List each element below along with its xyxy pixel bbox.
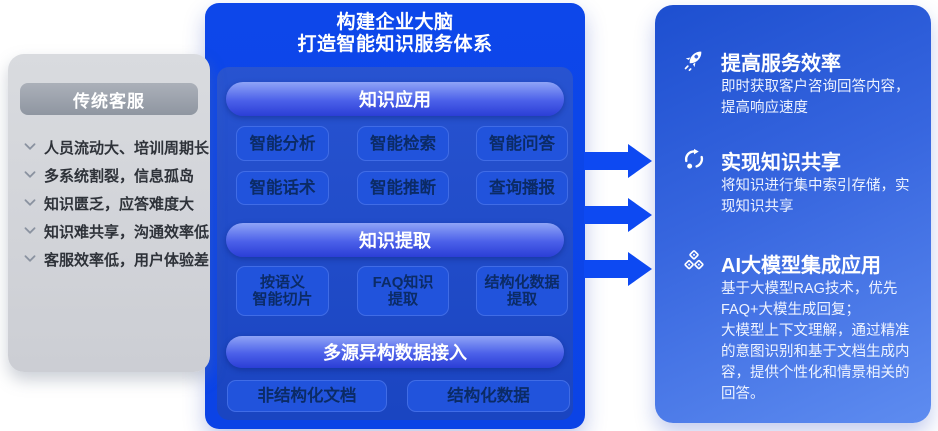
rocket-icon (681, 47, 707, 73)
cubes-icon (681, 249, 707, 275)
section-header-knowledge-extraction: 知识提取 (226, 223, 564, 257)
section-header-data-ingestion: 多源异构数据接入 (226, 336, 564, 368)
section-header-knowledge-application: 知识应用 (226, 82, 564, 116)
benefit-body-sharing: 将知识进行集中索引存储，实 现知识共享 (721, 178, 910, 215)
chevron-down-icon (24, 143, 36, 151)
list-item-label: 知识难共享，沟通效率低 (44, 223, 210, 241)
pain-point-list: 人员流动大、培训周期长 多系统割裂，信息孤岛 知识匮乏，应答难度大 知识难共享，… (24, 133, 209, 273)
list-item-label: 人员流动大、培训周期长 (44, 139, 210, 157)
modules-container: 知识应用 智能分析 智能检索 智能问答 智能话术 智能推断 查询播报 知识提取 … (217, 67, 573, 420)
traditional-support-panel: 传统客服 人员流动大、培训周期长 多系统割裂，信息孤岛 知识匮乏，应答难度大 知… (8, 54, 210, 372)
list-item-label: 客服效率低，用户体验差 (44, 251, 210, 269)
chevron-down-icon (24, 227, 36, 235)
chevron-down-icon (24, 199, 36, 207)
module-query-broadcast: 查询播报 (476, 171, 568, 205)
right-arrow-icon (584, 252, 652, 286)
list-item-label: 多系统割裂，信息孤岛 (44, 167, 195, 185)
card-title: 构建企业大脑 打造智能知识服务体系 (205, 12, 585, 56)
benefit-title-ai-llm: AI大模型集成应用 (721, 255, 881, 277)
module-smart-inference: 智能推断 (357, 171, 449, 205)
list-item: 知识匮乏，应答难度大 (24, 189, 204, 217)
benefit-title-efficiency: 提高服务效率 (721, 53, 841, 75)
module-smart-retrieval: 智能检索 (357, 126, 449, 161)
module-semantic-slicing: 按语义 智能切片 (236, 266, 329, 316)
chevron-down-icon (24, 171, 36, 179)
chevron-down-icon (24, 255, 36, 263)
module-faq-extraction: FAQ知识 提取 (357, 266, 449, 316)
module-structured-extraction: 结构化数据 提取 (476, 266, 568, 316)
card-title-line1: 构建企业大脑 (336, 12, 454, 33)
right-arrow-icon (584, 144, 652, 178)
list-item: 知识难共享，沟通效率低 (24, 217, 209, 245)
benefit-body-efficiency: 即时获取客户咨询回答内容， 提高响应速度 (721, 79, 910, 116)
traditional-support-title: 传统客服 (20, 83, 198, 115)
module-unstructured-docs: 非结构化文档 (227, 380, 387, 412)
module-smart-analysis: 智能分析 (236, 126, 329, 161)
list-item: 多系统割裂，信息孤岛 (24, 161, 204, 189)
list-item-label: 知识匮乏，应答难度大 (44, 195, 195, 213)
card-title-line2: 打造智能知识服务体系 (297, 34, 493, 55)
module-smart-qa: 智能问答 (476, 126, 568, 161)
sync-arrows-icon (681, 146, 707, 172)
benefits-panel: 提高服务效率 即时获取客户咨询回答内容， 提高响应速度 实现知识共享 将知识进行… (655, 5, 931, 423)
module-structured-data: 结构化数据 (407, 380, 570, 412)
enterprise-brain-card: 构建企业大脑 打造智能知识服务体系 知识应用 智能分析 智能检索 智能问答 智能… (205, 3, 585, 429)
list-item: 人员流动大、培训周期长 (24, 133, 209, 161)
list-item: 客服效率低，用户体验差 (24, 245, 209, 273)
module-smart-script: 智能话术 (236, 171, 329, 205)
benefit-body-ai-llm: 基于大模型RAG技术，优先 FAQ+大模生成回复； 大模型上下文理解，通过精准 … (721, 281, 910, 402)
right-arrow-icon (584, 198, 652, 232)
benefit-title-sharing: 实现知识共享 (721, 152, 841, 174)
